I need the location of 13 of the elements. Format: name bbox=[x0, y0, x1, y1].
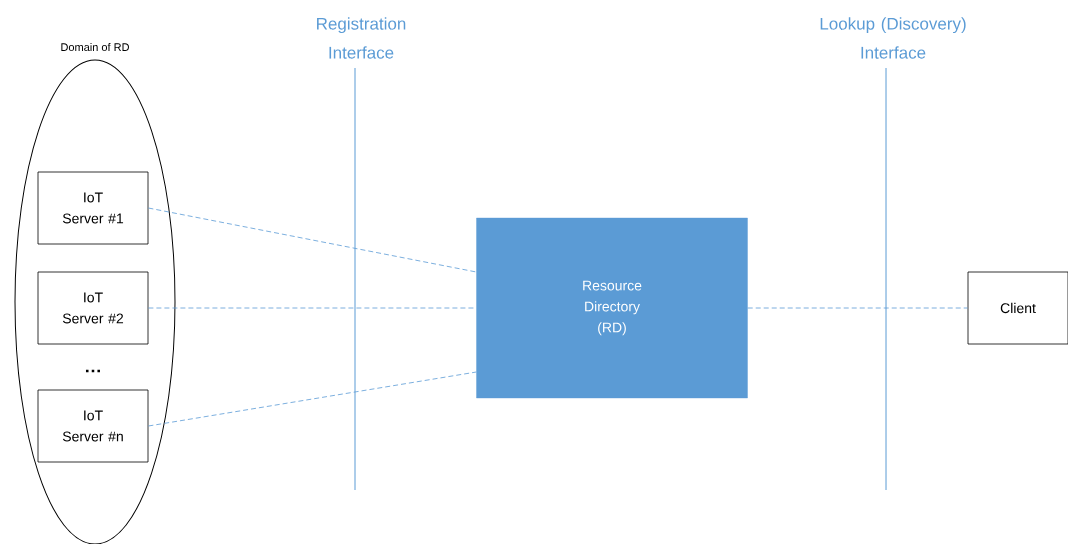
connector-line bbox=[148, 371, 477, 427]
connector-line bbox=[747, 307, 968, 309]
server-box: IoT Server #1 bbox=[37, 171, 149, 245]
domain-label: Domain of RD bbox=[61, 42, 129, 52]
interface-label: Registration Interface bbox=[317, 17, 406, 59]
interface-label: Lookup (Discovery) Interface bbox=[820, 17, 966, 59]
connector-line bbox=[148, 207, 477, 273]
server-box: IoT Server #2 bbox=[37, 271, 149, 345]
server-box: IoT Server #n bbox=[37, 389, 149, 463]
directory-box: Resource Directory (RD) bbox=[476, 217, 748, 399]
client-box: Client bbox=[967, 271, 1068, 345]
ellipsis: … bbox=[86, 369, 100, 373]
connector-line bbox=[148, 307, 477, 309]
